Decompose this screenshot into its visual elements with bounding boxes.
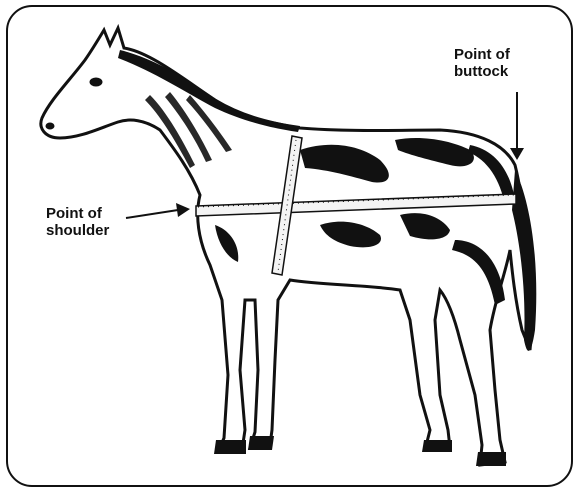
horse-icon bbox=[41, 28, 536, 466]
label-line-2: shoulder bbox=[46, 222, 109, 239]
arrow-to-shoulder bbox=[126, 203, 190, 218]
label-line-1: Point of bbox=[46, 205, 109, 222]
arrow-to-buttock bbox=[510, 92, 524, 160]
label-line-1: Point of bbox=[454, 46, 510, 63]
label-point-of-buttock: Point of buttock bbox=[454, 46, 510, 80]
label-point-of-shoulder: Point of shoulder bbox=[46, 205, 109, 239]
label-line-2: buttock bbox=[454, 63, 510, 80]
